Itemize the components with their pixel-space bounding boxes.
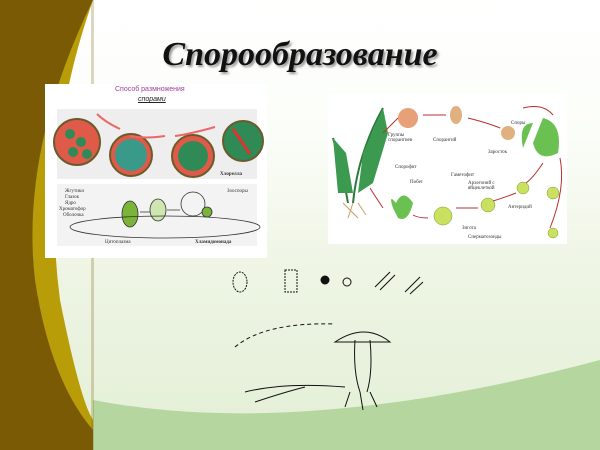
chlorella-cells — [53, 113, 264, 178]
spores-label: Споры — [511, 121, 526, 126]
chlamydomonas-label: Хламидомонада — [195, 240, 232, 245]
sori — [398, 108, 418, 128]
algae-subheading: спорами — [138, 96, 166, 103]
part-label: Жгутики — [65, 189, 84, 194]
fern-plant — [332, 107, 388, 219]
archegonium-label: Архегоний с яйцеклеткой — [468, 181, 495, 191]
zygote-label: Зигота — [462, 226, 477, 231]
gametophyte-label: Гаметофит — [451, 173, 475, 178]
antheridium-label: Антеридий — [508, 205, 532, 210]
light-green-wave — [93, 360, 600, 450]
sori-label: Группы спорангиев — [388, 133, 413, 143]
chlamydomonas-cycle — [69, 191, 261, 239]
sporangium-label: Спорангий — [433, 138, 457, 143]
zoospores-label: Зооспоры — [227, 189, 248, 194]
part-label: Хроматофор — [59, 207, 86, 212]
young-sporophyte — [391, 195, 413, 219]
fern-life-cycle-image: Группы спорангиев Спорангий Споры Зарост… — [328, 93, 567, 244]
slide-title: Спорообразование — [162, 36, 438, 73]
sperm-label: Сперматозоиды — [468, 235, 502, 240]
shoot-label: Побег — [410, 180, 423, 185]
sporangium — [450, 106, 462, 124]
part-label: Оболочка — [63, 213, 84, 218]
fern-drawing — [332, 106, 563, 239]
sporophyte-label: Спорофит — [395, 165, 417, 170]
chlorella-label: Хлорелла — [220, 172, 243, 177]
fungus-spore-diagram — [232, 269, 424, 411]
algae-drawing — [53, 109, 264, 246]
part-label: Ядро — [65, 201, 76, 206]
cytoplasm-label: Цитоплазма — [105, 240, 131, 245]
algae-heading: Способ размножения — [115, 86, 185, 93]
prothallus-label: Заросток — [488, 150, 508, 155]
prothallus — [521, 118, 559, 157]
algae-spores-image: Способ размножения спорами Хлорелла Жгут… — [45, 84, 267, 258]
part-label: Глазок — [65, 195, 80, 200]
